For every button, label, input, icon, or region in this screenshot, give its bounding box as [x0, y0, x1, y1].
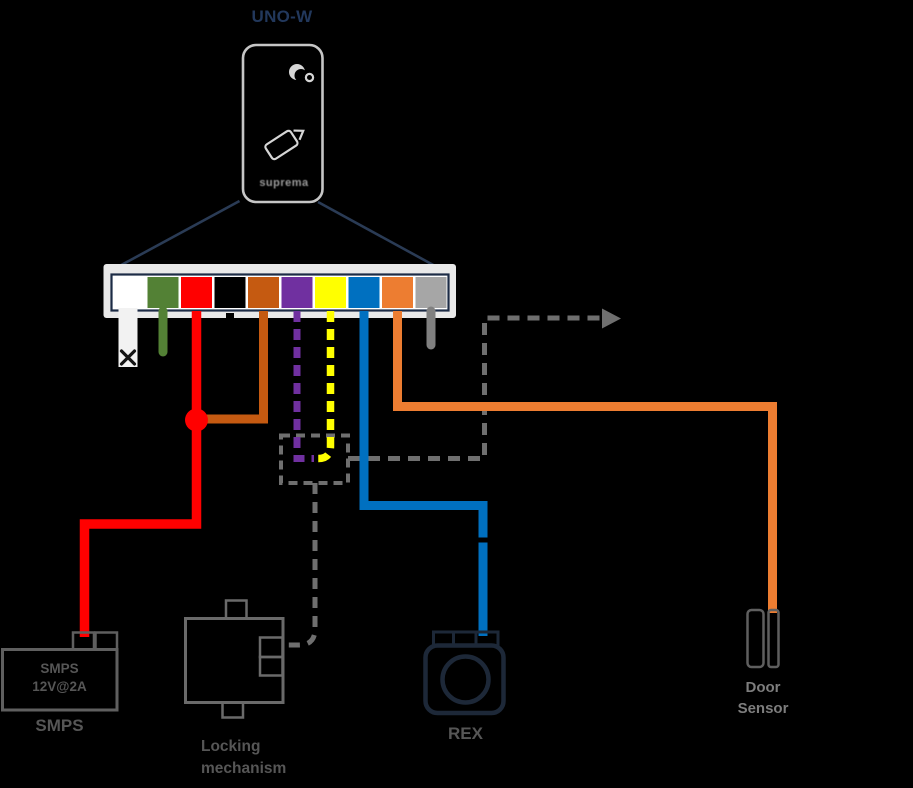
dashed-lock-path: [285, 483, 318, 648]
reader-device-body: [241, 43, 324, 204]
smps-box-label-line2: 12V@2A: [32, 679, 87, 694]
pin-block-purple: [281, 277, 313, 308]
pin-block-gray: [415, 277, 447, 308]
pin-block-green: [147, 277, 179, 308]
wire-junction-dot: [185, 408, 208, 432]
wire-blue-break: [476, 537, 490, 543]
wire-yellow: [312, 311, 335, 463]
wire-blue: [359, 311, 488, 636]
x-mark-icon: [119, 349, 137, 366]
door-sensor-caption: Door Sensor: [712, 678, 814, 719]
smps-device: [1, 631, 119, 712]
pin-block-yellow: [315, 277, 346, 308]
suprema-logo-icon: [289, 64, 315, 83]
arrow-right-icon: [602, 308, 621, 329]
pin-block-white: [114, 277, 145, 308]
pin-block-black: [214, 277, 246, 308]
wire-orange: [393, 311, 777, 613]
rex-device: [423, 630, 506, 716]
locking-mechanism-caption-line1: Locking: [201, 738, 261, 755]
door-sensor-device: [746, 608, 780, 669]
door-sensor-caption-line2: Sensor: [737, 699, 789, 717]
wire-brown: [206, 311, 268, 424]
relay-junction-box: [279, 433, 350, 485]
card-tap-icon: [264, 129, 305, 161]
wire-purple: [293, 311, 314, 462]
dashed-continuation-path: [348, 315, 602, 461]
locking-mechanism-device: [184, 599, 285, 719]
smps-box-label-line1: SMPS: [40, 661, 79, 676]
pin-block-red: [181, 277, 212, 308]
smps-caption: SMPS: [35, 716, 84, 735]
device-brand-text: suprema: [259, 177, 309, 189]
locking-mechanism-caption-line2: mechanism: [201, 760, 287, 777]
smps-box-label: SMPS 12V@2A: [2, 660, 117, 696]
device-title: UNO-W: [251, 7, 313, 26]
wire-red: [79, 311, 202, 637]
funnel-line-left: [113, 199, 241, 271]
funnel-line-right: [317, 200, 448, 274]
locking-mechanism-caption: Locking mechanism: [201, 736, 321, 780]
pin-block-blue: [348, 277, 380, 308]
pin-block-brown: [248, 277, 279, 308]
door-sensor-caption-line1: Door: [745, 679, 781, 696]
rex-caption: REX: [448, 724, 483, 743]
pin-block-orange: [382, 277, 413, 308]
